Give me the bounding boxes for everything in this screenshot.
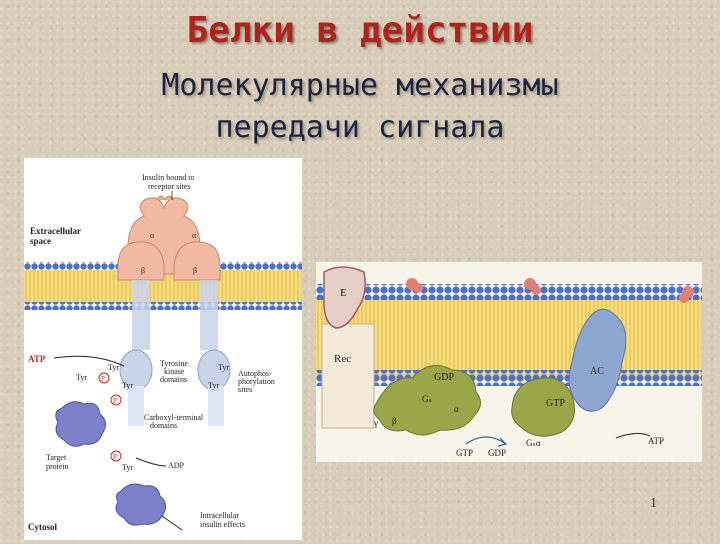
tyr-label-5: Tyr xyxy=(208,381,219,390)
atp-arrow xyxy=(53,355,125,367)
auto-label-3: sites xyxy=(238,385,252,394)
page-number: 1 xyxy=(650,496,657,511)
g-protein-svg: Rec E GDP Gₛ α β γ AC GTP Gₛα GTP GDP AT… xyxy=(316,262,702,462)
phosphate-icons: P P P xyxy=(98,372,122,462)
tyr-label-3: Tyr xyxy=(122,381,133,390)
auto-label-1: Autophos- xyxy=(238,369,272,378)
gdp-label: GDP xyxy=(434,372,454,383)
tk-label-3: domains xyxy=(160,375,187,384)
slide-title: Белки в действии xyxy=(186,10,534,51)
alpha-label-left: α xyxy=(150,231,155,240)
gtp-label-1: GTP xyxy=(546,398,565,409)
auto-label-2: phorylation xyxy=(238,377,275,386)
atp-label: ATP xyxy=(28,354,46,364)
ligand-e xyxy=(323,266,366,329)
target-label-1: Target xyxy=(46,453,67,462)
gs-label: Gₛ xyxy=(422,394,432,404)
insulin-receptor-svg: α α β β Insulin bound to receptor sites … xyxy=(24,173,302,532)
insulin-bound-label-2: receptor sites xyxy=(148,182,190,191)
phosphate-3: P xyxy=(113,453,117,461)
exchange-arrow xyxy=(465,436,507,445)
e-label: E xyxy=(340,287,347,299)
cytosol-label: Cytosol xyxy=(28,522,57,532)
gdp-label-2: GDP xyxy=(488,448,506,458)
rec-label: Rec xyxy=(334,353,351,365)
slide-subtitle-line-2: передачи сигнала xyxy=(215,110,505,145)
effects-label-1: Intracellular xyxy=(200,511,239,520)
receptor-stalks xyxy=(119,280,231,426)
gs-alpha-shape xyxy=(511,377,575,437)
beta-label-left: β xyxy=(141,266,145,275)
phosphorylated-target-shape xyxy=(115,483,166,526)
gtp-label-2: GTP xyxy=(456,448,473,458)
adp-arrow xyxy=(135,457,167,467)
insulin-receptor-diagram: α α β β Insulin bound to receptor sites … xyxy=(24,158,302,540)
ac-label: AC xyxy=(590,366,604,377)
ct-label-2: domains xyxy=(150,421,177,430)
adp-label: ADP xyxy=(168,461,185,470)
g-protein-shape xyxy=(373,365,481,436)
gamma-label: γ xyxy=(373,418,378,428)
phosphate-2: P xyxy=(113,397,117,405)
atp-label-right: ATP xyxy=(648,436,664,446)
ct-label-1: Carboxyl-terminal xyxy=(144,413,204,422)
insulin-bound-label-1: Insulin bound to xyxy=(142,173,194,182)
alpha-label: α xyxy=(454,404,459,414)
g-protein-diagram: Rec E GDP Gₛ α β γ AC GTP Gₛα GTP GDP AT… xyxy=(316,262,702,462)
tyr-label-2: Tyr xyxy=(76,373,87,382)
tyr-label-1: Tyr xyxy=(108,363,119,372)
ligand-molecules xyxy=(406,278,694,303)
gsa-label: Gₛα xyxy=(526,438,541,448)
extracellular-label-1: Extracellular xyxy=(30,226,81,236)
atp-arrow-right xyxy=(615,432,651,439)
receptor-beta-subunits: β β xyxy=(117,241,221,281)
tk-label-1: Tyrosine xyxy=(160,359,188,368)
effects-arrow xyxy=(161,515,183,531)
target-protein-shape xyxy=(55,401,106,447)
target-label-2: protein xyxy=(46,462,69,471)
beta-label-right: β xyxy=(193,266,197,275)
phosphate-1: P xyxy=(101,375,105,383)
alpha-label-right: α xyxy=(192,231,197,240)
adenylyl-cyclase-shape xyxy=(568,308,627,412)
slide-subtitle-line-1: Молекулярные механизмы xyxy=(161,68,559,103)
effects-label-2: insulin effects xyxy=(200,520,245,529)
receptor-rec xyxy=(321,323,375,429)
tyr-label-6: Tyr xyxy=(122,463,133,472)
beta-label: β xyxy=(392,416,397,426)
extracellular-label-2: space xyxy=(30,236,51,246)
tyr-label-4: Tyr xyxy=(218,363,229,372)
tk-label-2: kinase xyxy=(164,367,185,376)
